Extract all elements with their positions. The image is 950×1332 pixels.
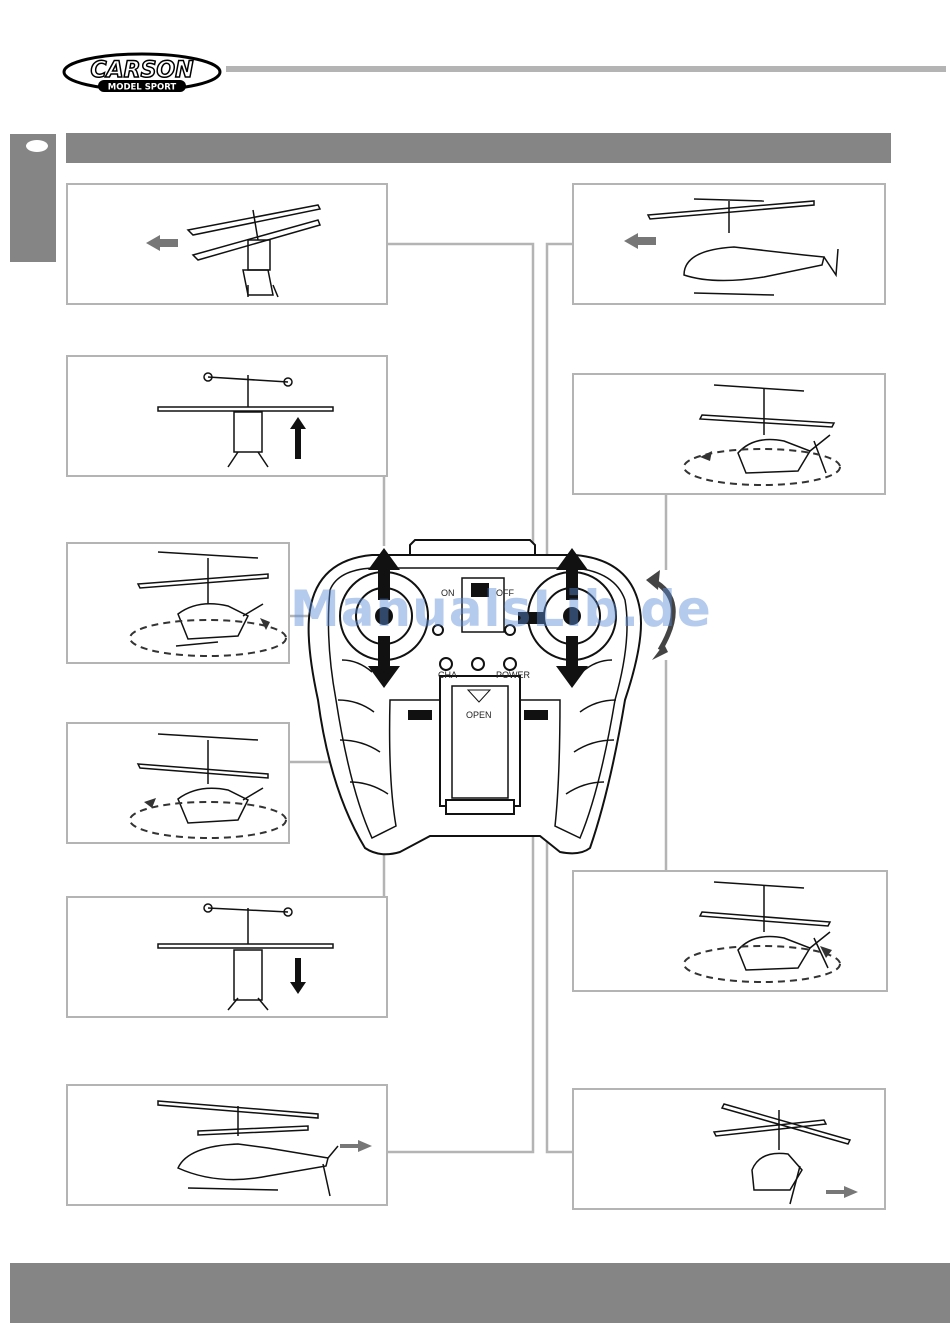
watermark-text: ManualsLib.de <box>290 580 670 638</box>
helicopter-forward-arrow-left-icon <box>68 185 390 307</box>
panel-right-yaw-right <box>572 870 888 992</box>
panel-right-backward <box>572 1088 886 1210</box>
panel-left-descend <box>66 896 388 1018</box>
cha-label: CHA <box>438 670 457 680</box>
helicopter-rotate-counterclockwise-icon <box>68 724 292 846</box>
panel-right-forward <box>572 183 886 305</box>
helicopter-yaw-left-icon <box>574 375 888 497</box>
helicopter-descend-arrow-down-icon <box>68 898 390 1020</box>
power-label: POWER <box>496 670 531 680</box>
panel-left-rotate-ccw <box>66 722 290 844</box>
helicopter-side-forward-icon <box>574 185 888 307</box>
battery-cover-label: OPEN <box>466 710 492 720</box>
helicopter-move-right-icon <box>68 1086 390 1208</box>
panel-left-ascend <box>66 355 388 477</box>
panel-right-yaw-left <box>572 373 886 495</box>
footer-bar <box>10 1263 950 1323</box>
panel-left-forward <box>66 183 388 305</box>
helicopter-rotate-clockwise-icon <box>68 544 292 666</box>
helicopter-backward-right-icon <box>574 1090 888 1212</box>
helicopter-yaw-right-icon <box>574 872 890 994</box>
panel-left-move-right <box>66 1084 388 1206</box>
panel-left-rotate-cw <box>66 542 290 664</box>
helicopter-ascend-arrow-up-icon <box>68 357 390 479</box>
